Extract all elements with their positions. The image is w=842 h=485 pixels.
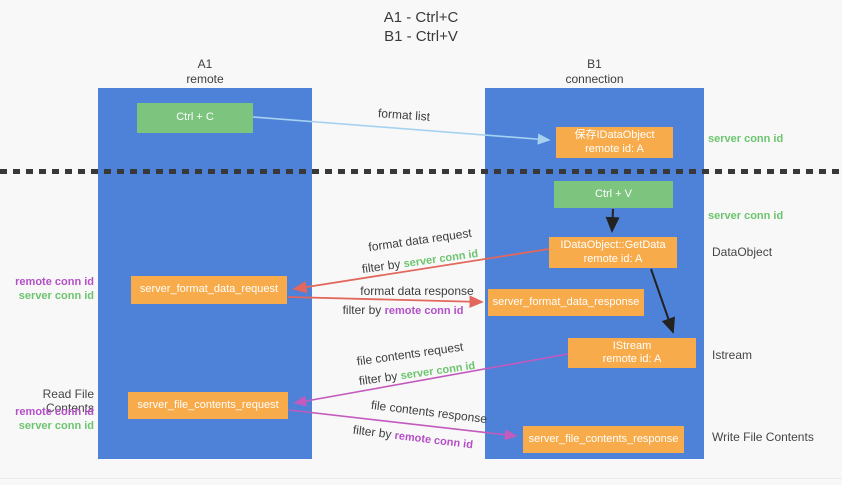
node-ctrl-v: Ctrl + V xyxy=(554,181,673,208)
node-getdata-line2: remote id: A xyxy=(583,252,643,265)
node-idataobject-getdata: IDataObject::GetData remote id: A xyxy=(549,237,677,268)
left-server-conn-id-1: server conn id xyxy=(18,290,94,302)
left-conn-id-group-1: remote conn id server conn id xyxy=(0,275,94,303)
label-format-list: format list xyxy=(377,106,431,124)
node-server-format-data-request: server_format_data_request xyxy=(131,276,287,304)
server-conn-id-tag-2: server conn id xyxy=(399,359,477,383)
node-file-request-label: server_file_contents_request xyxy=(137,398,279,411)
node-ctrl-v-label: Ctrl + V xyxy=(595,187,632,200)
node-istream-line1: IStream xyxy=(612,339,652,352)
node-ctrl-c-label: Ctrl + C xyxy=(176,111,214,124)
filter-by-text-4: filter by xyxy=(352,422,393,442)
node-save-idataobject-line1: 保存IDataObject xyxy=(574,129,655,141)
right-label-server-conn-id-1: server conn id xyxy=(708,133,784,145)
remote-conn-id-tag-2: remote conn id xyxy=(393,429,474,452)
right-label-dataobject: DataObject xyxy=(712,245,773,259)
node-server-format-data-response: server_format_data_response xyxy=(488,289,644,316)
node-ctrl-c: Ctrl + C xyxy=(137,103,253,133)
server-conn-id-tag-1: server conn id xyxy=(402,247,480,271)
column-a1-name: A1 xyxy=(197,57,213,71)
label-file-contents-response: file contents response xyxy=(370,397,488,427)
left-conn-id-group-2: remote conn id server conn id xyxy=(0,405,94,433)
title-line-1: A1 - Ctrl+C xyxy=(383,9,459,26)
node-istream-line2: remote id: A xyxy=(602,353,662,365)
node-server-file-contents-request: server_file_contents_request xyxy=(128,392,288,419)
column-header-b1: B1 connection xyxy=(485,57,704,87)
bottom-border-line xyxy=(0,478,842,479)
filter-by-text-1: filter by xyxy=(360,256,402,277)
node-format-request-label: server_format_data_request xyxy=(139,283,279,296)
node-server-file-contents-response: server_file_contents_response xyxy=(523,426,684,453)
label-filter-by-remote-conn-id-1: filter by remote conn id xyxy=(335,303,471,317)
diagram-title: A1 - Ctrl+C B1 - Ctrl+V xyxy=(0,8,842,46)
node-format-response-label: server_format_data_response xyxy=(492,295,640,308)
column-b1-subtitle: connection xyxy=(565,72,624,86)
left-server-conn-id-2: server conn id xyxy=(18,420,94,432)
label-filter-by-remote-conn-id-2: filter by remote conn id xyxy=(345,422,482,452)
node-file-response-label: server_file_contents_response xyxy=(528,432,679,445)
filter-by-text-2: filter by xyxy=(342,303,382,317)
left-label-read-file-contents: Read File Contents xyxy=(42,387,94,415)
title-line-2: B1 - Ctrl+V xyxy=(384,28,458,45)
column-header-a1: A1 remote xyxy=(98,57,312,87)
left-remote-conn-id-2: remote conn id xyxy=(15,406,94,418)
right-label-istream: Istream xyxy=(712,348,753,362)
remote-conn-id-tag-1: remote conn id xyxy=(384,305,464,317)
node-getdata-line1: IDataObject::GetData xyxy=(560,239,666,251)
left-remote-conn-id-1: remote conn id xyxy=(15,276,94,288)
node-save-idataobject-line2: remote id: A xyxy=(585,142,644,155)
right-label-write-file-contents: Write File Contents xyxy=(712,430,814,444)
column-a1-subtitle: remote xyxy=(186,72,224,86)
column-b1-name: B1 xyxy=(587,57,602,71)
right-label-server-conn-id-2: server conn id xyxy=(708,210,784,222)
node-istream: IStream remote id: A xyxy=(568,338,696,368)
filter-by-text-3: filter by xyxy=(357,368,399,389)
label-format-data-response: format data response xyxy=(360,284,474,298)
separator-dotted-line xyxy=(0,169,842,174)
node-save-idataobject: 保存IDataObject remote id: A xyxy=(556,127,673,158)
